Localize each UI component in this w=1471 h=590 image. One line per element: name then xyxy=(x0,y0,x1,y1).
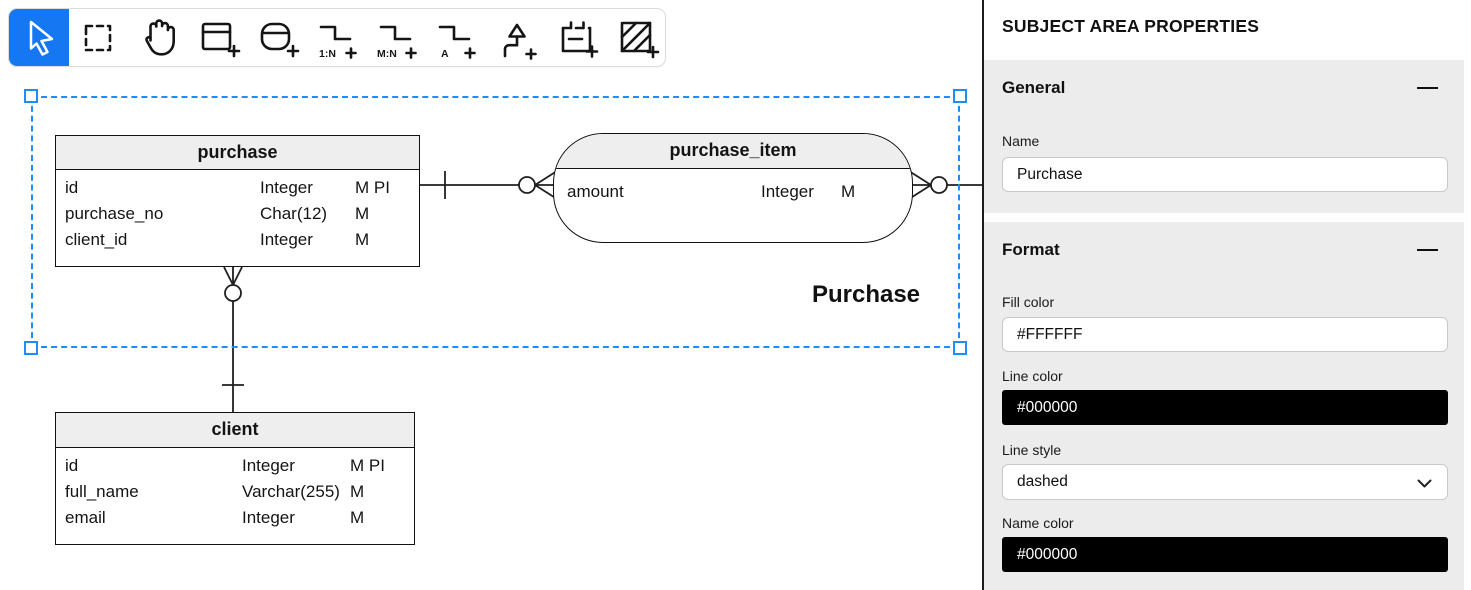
column-flags: M xyxy=(355,204,370,223)
resize-handle-bottom-left[interactable] xyxy=(24,341,38,355)
line-color-input[interactable] xyxy=(1002,390,1448,425)
subject-area-label: Purchase xyxy=(811,281,921,308)
marquee-select-icon xyxy=(85,24,112,51)
name-field-label: Name xyxy=(1002,133,1040,149)
cursor-icon xyxy=(29,20,54,56)
fill-color-label: Fill color xyxy=(1002,294,1055,310)
entity-purchase-item[interactable]: purchase_item amount Integer M xyxy=(553,133,913,243)
tool-add-relation-mn[interactable]: M:N xyxy=(367,9,427,66)
tool-pan[interactable] xyxy=(128,9,188,66)
entity-client[interactable]: client id Integer M PI full_name Varchar… xyxy=(55,412,415,545)
name-color-input[interactable] xyxy=(1002,537,1448,572)
column-name: id xyxy=(65,456,79,475)
column-type: Integer xyxy=(242,456,295,475)
line-style-label: Line style xyxy=(1002,442,1062,458)
chevron-down-icon xyxy=(1417,479,1432,488)
entity-purchase[interactable]: purchase id Integer M PI purchase_no Cha… xyxy=(55,135,420,267)
svg-text:1:N: 1:N xyxy=(319,48,336,60)
column-flags: M PI xyxy=(355,178,390,197)
entity-title: client xyxy=(56,413,414,448)
line-style-value: dashed xyxy=(1017,473,1068,490)
tool-add-note[interactable] xyxy=(546,9,606,66)
tool-add-subject-area[interactable] xyxy=(605,9,665,66)
minus-icon xyxy=(1416,86,1438,90)
minus-icon xyxy=(1416,248,1438,252)
tool-add-rounded-table[interactable] xyxy=(248,9,308,66)
collapse-format-button[interactable] xyxy=(1414,240,1440,260)
diagram-canvas[interactable]: 1:N M:N A xyxy=(0,0,982,590)
line-color-label: Line color xyxy=(1002,368,1063,384)
panel-divider xyxy=(982,0,984,590)
column-row: amount Integer M xyxy=(554,174,912,209)
svg-text:M:N: M:N xyxy=(377,48,397,60)
column-type: Integer xyxy=(761,182,814,201)
link-arrow-icon xyxy=(503,23,537,60)
column-type: Integer xyxy=(242,508,295,527)
fill-color-input[interactable] xyxy=(1002,317,1448,352)
column-row: purchase_no Char(12) M xyxy=(56,201,419,227)
tool-add-table[interactable] xyxy=(188,9,248,66)
column-row: email Integer M xyxy=(56,505,414,531)
entity-columns: amount Integer M xyxy=(554,169,912,209)
section-general-title: General xyxy=(1002,78,1066,97)
resize-handle-top-right[interactable] xyxy=(953,89,967,103)
column-name: amount xyxy=(567,182,624,201)
column-flags: M PI xyxy=(350,456,385,475)
relation-1n-icon: 1:N xyxy=(319,25,357,60)
collapse-general-button[interactable] xyxy=(1414,78,1440,98)
name-input[interactable] xyxy=(1002,157,1448,192)
column-name: purchase_no xyxy=(65,204,164,223)
column-flags: M xyxy=(350,508,365,527)
line-style-select[interactable]: dashed xyxy=(1002,464,1448,500)
add-rounded-table-icon xyxy=(261,22,300,57)
panel-scrollbar-track[interactable] xyxy=(1464,0,1471,590)
column-type: Integer xyxy=(260,230,313,249)
hand-icon xyxy=(145,18,176,56)
toolbar: 1:N M:N A xyxy=(8,8,666,67)
column-row: id Integer M PI xyxy=(56,175,419,201)
tool-add-relation-1n[interactable]: 1:N xyxy=(307,9,367,66)
column-name: id xyxy=(65,178,79,197)
column-name: full_name xyxy=(65,482,139,501)
subject-area-purchase[interactable] xyxy=(24,89,967,355)
tool-cursor[interactable] xyxy=(9,9,69,66)
tool-add-link[interactable] xyxy=(486,9,546,66)
section-format-title: Format xyxy=(1002,240,1060,259)
resize-handle-bottom-right[interactable] xyxy=(953,341,967,355)
column-name: client_id xyxy=(65,230,128,249)
column-type: Integer xyxy=(260,178,313,197)
section-format: Format Fill color Line color Line style … xyxy=(984,222,1464,590)
column-flags: M xyxy=(841,182,856,201)
relation-a-icon: A xyxy=(438,25,477,60)
relation-mn-icon: M:N xyxy=(377,25,417,60)
note-icon xyxy=(561,20,598,58)
column-row: client_id Integer M xyxy=(56,227,419,253)
entity-title: purchase_item xyxy=(554,134,912,169)
section-general: General Name xyxy=(984,60,1464,213)
column-row: full_name Varchar(255) M xyxy=(56,479,414,505)
column-type: Char(12) xyxy=(260,204,328,223)
column-flags: M xyxy=(350,482,365,501)
entity-columns: id Integer M PI purchase_no Char(12) M c… xyxy=(56,170,419,253)
column-flags: M xyxy=(355,230,370,249)
column-type: Varchar(255) xyxy=(242,482,340,501)
resize-handle-top-left[interactable] xyxy=(24,89,38,103)
entity-title: purchase xyxy=(56,136,419,170)
column-name: email xyxy=(65,508,106,527)
column-row: id Integer M PI xyxy=(56,453,414,479)
tool-add-relation-a[interactable]: A xyxy=(426,9,486,66)
tool-marquee-select[interactable] xyxy=(69,9,129,66)
add-table-icon xyxy=(201,22,241,57)
properties-panel: SUBJECT AREA PROPERTIES General Name For… xyxy=(984,0,1471,590)
entity-columns: id Integer M PI full_name Varchar(255) M… xyxy=(56,448,414,531)
subject-area-icon xyxy=(620,21,660,58)
svg-text:A: A xyxy=(441,48,449,60)
panel-title: SUBJECT AREA PROPERTIES xyxy=(1002,16,1260,36)
name-color-label: Name color xyxy=(1002,515,1074,531)
